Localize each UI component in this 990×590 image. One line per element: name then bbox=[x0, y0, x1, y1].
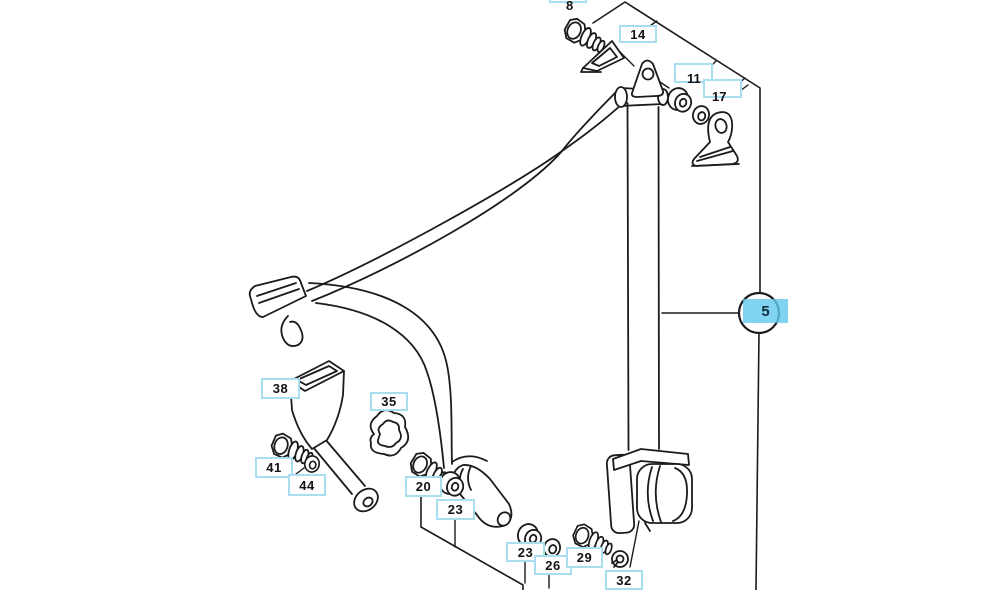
part-label-11-box[interactable] bbox=[674, 63, 713, 83]
part-label-clipped-box[interactable] bbox=[549, 0, 587, 3]
part-label-14[interactable]: 14 bbox=[619, 25, 657, 43]
selected-part-highlight[interactable]: 5 bbox=[743, 299, 788, 323]
vertical-belt-drawing bbox=[626, 102, 660, 451]
part-label-11[interactable]: 11 bbox=[687, 71, 701, 86]
buckle-drawing bbox=[289, 360, 379, 513]
lock-washer-32-drawing bbox=[611, 550, 629, 568]
part-label-17-box[interactable] bbox=[703, 79, 742, 98]
shoulder-belt-drawing bbox=[306, 91, 623, 302]
part-label-29[interactable]: 29 bbox=[566, 547, 603, 568]
part-label-44[interactable]: 44 bbox=[288, 474, 326, 496]
part-label-17[interactable]: 17 bbox=[712, 89, 727, 104]
bracket-17-drawing bbox=[691, 111, 740, 167]
lap-belt-drawing bbox=[308, 282, 453, 469]
assembly-bracket-outline bbox=[420, 1, 761, 590]
lap-anchor-plate-drawing bbox=[451, 455, 513, 528]
retractor-drawing bbox=[605, 448, 693, 535]
upper-anchor-drawing bbox=[614, 59, 669, 108]
part-label-32[interactable]: 32 bbox=[605, 570, 643, 590]
part-label-26[interactable]: 26 bbox=[534, 555, 572, 575]
part-label-41[interactable]: 41 bbox=[255, 457, 293, 478]
bracket-plate-35-drawing bbox=[369, 409, 410, 457]
latch-tongue-drawing bbox=[248, 275, 307, 347]
bracket-14-drawing bbox=[580, 40, 625, 73]
bushing-11-drawing bbox=[664, 84, 696, 115]
part-label-8[interactable]: 8 bbox=[566, 0, 574, 13]
part-label-35[interactable]: 35 bbox=[370, 392, 408, 411]
part-label-38[interactable]: 38 bbox=[261, 378, 300, 399]
part-label-23a[interactable]: 23 bbox=[436, 499, 475, 520]
part-label-20[interactable]: 20 bbox=[405, 476, 442, 497]
